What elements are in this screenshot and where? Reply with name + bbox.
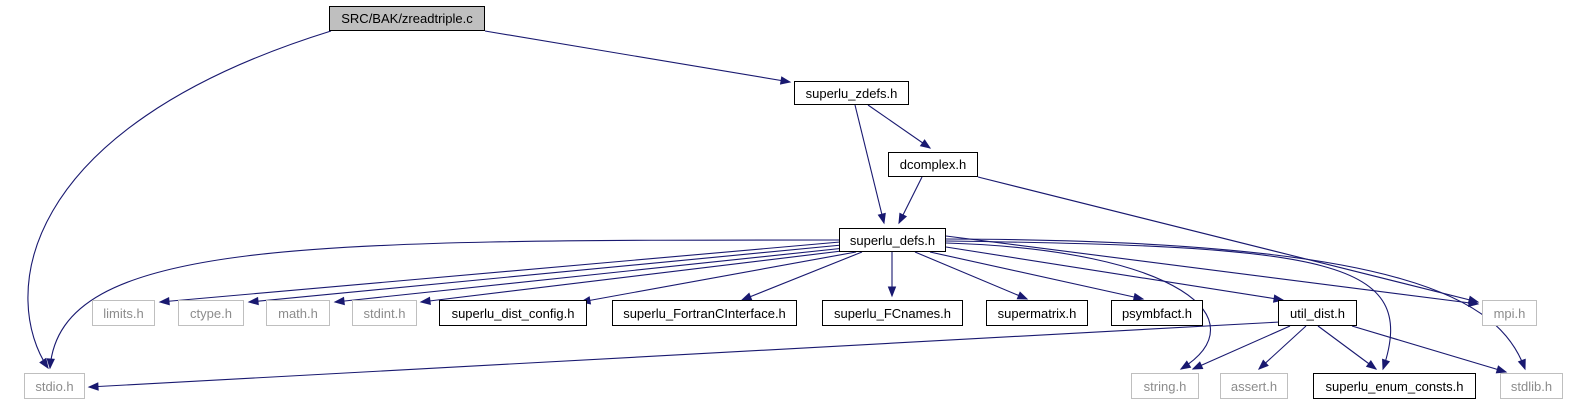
node-string-h: string.h xyxy=(1131,373,1199,399)
node-superlu-defs-h[interactable]: superlu_defs.h xyxy=(839,228,946,252)
edge-defs-to-string xyxy=(945,242,1212,370)
edge-defs-to-fortran xyxy=(740,251,863,301)
node-ctype-h: ctype.h xyxy=(178,300,244,326)
node-supermatrix-h[interactable]: supermatrix.h xyxy=(986,300,1088,326)
node-math-h: math.h xyxy=(266,300,330,326)
edge-dcomplex-to-defs xyxy=(898,176,923,225)
edge-util-to-enum xyxy=(1317,325,1378,370)
node-dcomplex-h[interactable]: dcomplex.h xyxy=(888,152,978,177)
edge-defs-to-supermatrix xyxy=(914,251,1029,300)
node-superlu-dist-config-h[interactable]: superlu_dist_config.h xyxy=(439,300,587,326)
edge-util-to-string xyxy=(1191,325,1291,370)
edge-root-to-zdefs xyxy=(484,30,792,85)
edge-defs-to-stdint xyxy=(419,249,851,306)
node-stdio-h: stdio.h xyxy=(24,373,85,399)
node-zreadtriple-c: SRC/BAK/zreadtriple.c xyxy=(329,6,485,31)
edge-zdefs-to-dcomplex xyxy=(867,104,932,149)
node-util-dist-h[interactable]: util_dist.h xyxy=(1278,300,1357,326)
edge-defs-to-fcnames xyxy=(887,252,897,298)
edge-defs-to-ctype xyxy=(247,244,843,306)
edge-defs-to-psymbfact xyxy=(929,251,1145,302)
node-mpi-h: mpi.h xyxy=(1482,300,1537,326)
node-superlu-zdefs-h[interactable]: superlu_zdefs.h xyxy=(794,81,909,105)
node-stdlib-h: stdlib.h xyxy=(1500,373,1563,399)
edge-util-to-stdio xyxy=(87,321,1281,391)
edge-defs-to-stdio xyxy=(46,239,841,370)
node-superlu-fortrancinterface-h[interactable]: superlu_FortranCInterface.h xyxy=(612,300,797,326)
edge-defs-to-enum xyxy=(945,240,1392,371)
edge-defs-to-limits xyxy=(158,241,841,306)
node-stdint-h: stdint.h xyxy=(352,300,417,326)
edge-defs-to-stdlib xyxy=(945,238,1526,371)
edge-util-to-assert xyxy=(1257,325,1307,370)
edge-root-to-stdio xyxy=(27,30,332,370)
node-psymbfact-h[interactable]: psymbfact.h xyxy=(1111,300,1203,326)
node-superlu-enum-consts-h[interactable]: superlu_enum_consts.h xyxy=(1313,373,1476,399)
node-superlu-fcnames-h[interactable]: superlu_FCnames.h xyxy=(822,300,963,326)
edge-zdefs-to-defs xyxy=(854,104,886,225)
edge-defs-to-util xyxy=(945,246,1285,303)
node-limits-h: limits.h xyxy=(92,300,155,326)
edge-defs-to-mpi xyxy=(945,235,1480,307)
node-assert-h: assert.h xyxy=(1220,373,1288,399)
edge-defs-to-math xyxy=(333,247,846,306)
edge-util-to-stdlib xyxy=(1351,325,1508,374)
